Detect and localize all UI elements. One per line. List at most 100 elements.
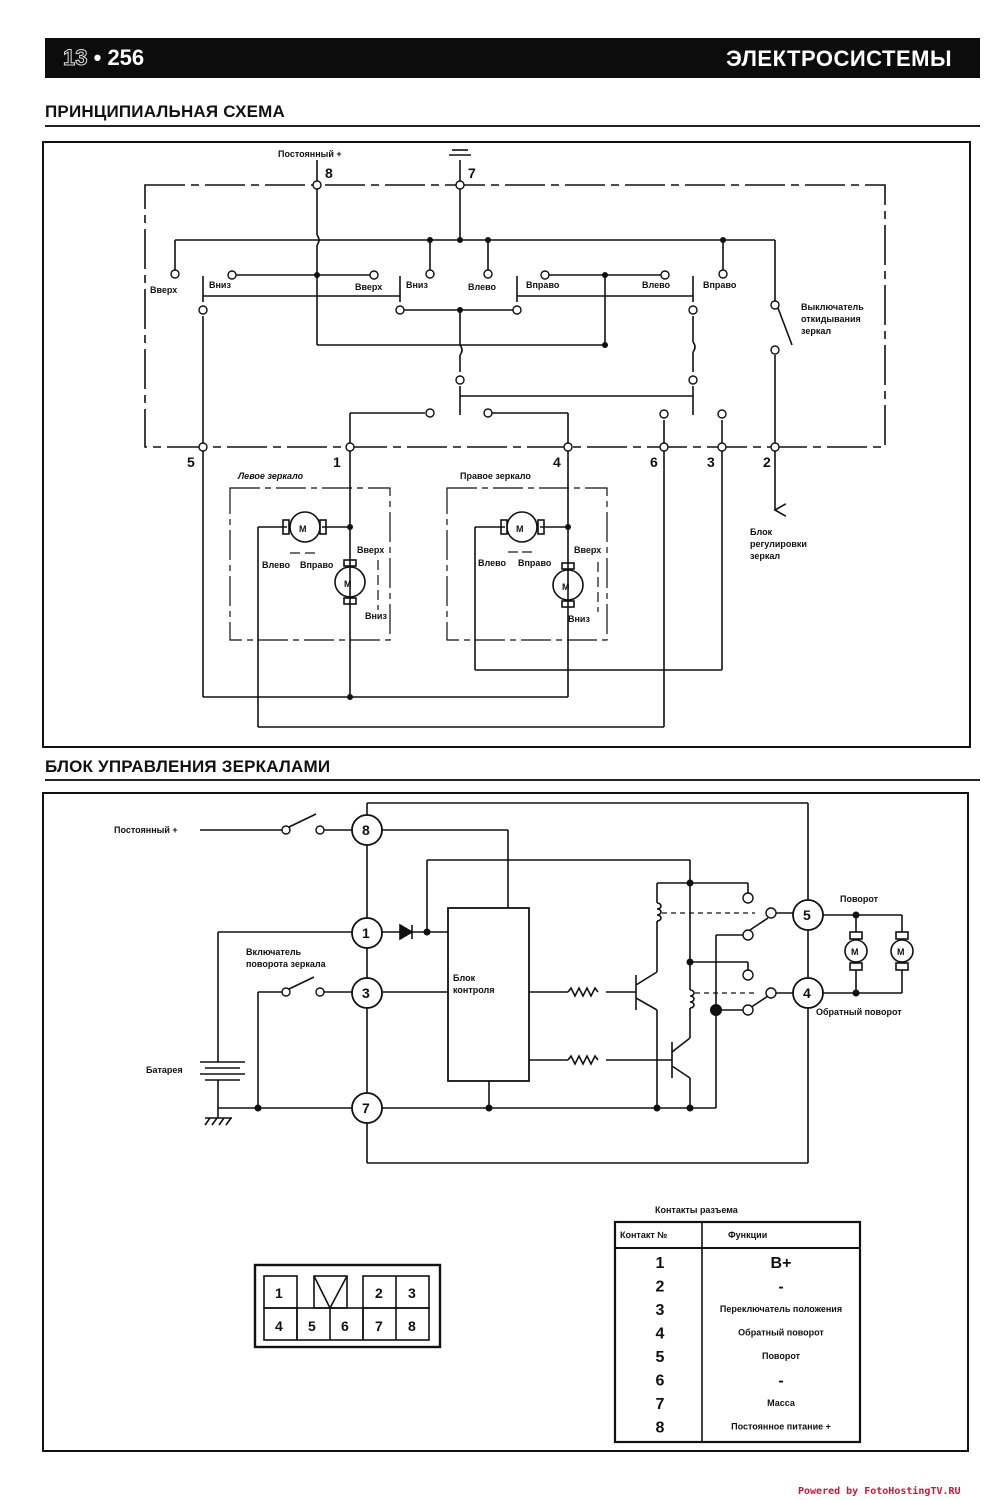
right-mirror-up-label: Вверх <box>574 545 601 555</box>
adjust-unit-label-1: Блок <box>750 527 773 537</box>
contacts-header-number: Контакт № <box>620 1230 667 1240</box>
contact-function: - <box>778 1279 783 1296</box>
pin-circles <box>351 814 824 1124</box>
connector-pin-7: 7 <box>375 1318 383 1334</box>
watermark: Powered by FotoHostingTV.RU <box>798 1486 961 1497</box>
page-number: 256 <box>107 45 145 70</box>
mirror-switch-label-2: поворота зеркала <box>246 959 327 969</box>
pin-3: 3 <box>707 454 715 470</box>
left-mirror-right-label: Вправо <box>300 560 334 570</box>
switch-label-left-2: Влево <box>642 280 671 290</box>
chapter-number: 13 <box>62 45 88 71</box>
left-mirror-label: Левое зеркало <box>237 471 304 481</box>
pin-2: 2 <box>763 454 771 470</box>
cu-pin-3: 3 <box>362 985 370 1001</box>
right-mirror-left-label: Влево <box>478 558 507 568</box>
contact-number: 6 <box>656 1373 665 1390</box>
cu-supply-label: Постоянный + <box>114 825 178 835</box>
cu-pin-8: 8 <box>362 822 370 838</box>
reverse-turn-label: Обратный поворот <box>816 1007 902 1017</box>
cu-pin-1: 1 <box>362 925 370 941</box>
contact-points <box>170 180 780 1016</box>
chapter-page-number: 13 • 256 <box>62 45 145 71</box>
mirror-switch-label-1: Включатель <box>246 947 302 957</box>
connector-pin-2: 2 <box>375 1285 383 1301</box>
cu-pin-7: 7 <box>362 1100 370 1116</box>
contact-number: 5 <box>656 1349 665 1366</box>
right-mirror-label: Правое зеркало <box>460 471 531 481</box>
control-unit-frame <box>42 792 969 1452</box>
left-mirror-down-label: Вниз <box>365 611 387 621</box>
fold-switch-label-2: откидывания <box>801 314 861 324</box>
pin-5: 5 <box>187 454 195 470</box>
adjust-unit-label-2: регулировки <box>750 539 807 549</box>
contact-number: 8 <box>656 1420 665 1437</box>
contact-number: 3 <box>656 1302 665 1319</box>
pin-4: 4 <box>553 454 561 470</box>
contact-function: B+ <box>771 1255 792 1272</box>
page-header: 13 • 256 ЭЛЕКТРОСИСТЕМЫ <box>45 38 980 78</box>
battery-label: Батарея <box>146 1065 183 1075</box>
right-mirror-down-label: Вниз <box>568 614 590 624</box>
connector-outline <box>253 1263 442 1349</box>
cu-pin-5: 5 <box>803 907 811 923</box>
section-rule <box>45 125 980 127</box>
adjust-unit-label-3: зеркал <box>750 551 780 561</box>
connector-pin-8: 8 <box>408 1318 416 1334</box>
bullet: • <box>93 45 102 70</box>
section-name: ЭЛЕКТРОСИСТЕМЫ <box>726 46 952 71</box>
connector-pin-1: 1 <box>275 1285 283 1301</box>
motor-symbol: M <box>851 947 859 957</box>
contacts-header-function: Функции <box>728 1230 767 1240</box>
contact-function: Масса <box>767 1398 796 1408</box>
contact-function: Поворот <box>762 1351 801 1361</box>
supply-label: Постоянный + <box>278 149 342 159</box>
switch-label-down-2: Вниз <box>406 280 428 290</box>
contacts-table-frame <box>613 1220 862 1444</box>
schematic-frame <box>42 141 971 748</box>
left-mirror-box <box>229 487 391 641</box>
turn-label: Поворот <box>840 894 879 904</box>
switch-label-up-2: Вверх <box>355 282 382 292</box>
left-mirror-left-label: Влево <box>262 560 291 570</box>
contact-number: 7 <box>656 1396 665 1413</box>
contact-number: 1 <box>656 1255 665 1272</box>
motor-symbol: M <box>897 947 905 957</box>
motor-symbol: M <box>299 524 307 534</box>
schematic-title: ПРИНЦИПИАЛЬНАЯ СХЕМА <box>45 102 285 121</box>
switch-label-left-1: Влево <box>468 282 497 292</box>
contact-function: Обратный поворот <box>738 1328 824 1338</box>
control-block-label-2: контроля <box>453 985 494 995</box>
switch-label-right-1: Вправо <box>526 280 560 290</box>
cu-pin-4: 4 <box>803 985 811 1001</box>
pin-8: 8 <box>325 165 333 181</box>
fold-switch-label-1: Выключатель <box>801 302 864 312</box>
control-unit-title: БЛОК УПРАВЛЕНИЯ ЗЕРКАЛАМИ <box>45 757 331 776</box>
right-mirror-right-label: Вправо <box>518 558 552 568</box>
contact-number: 4 <box>656 1326 665 1343</box>
switch-label-right-2: Вправо <box>703 280 737 290</box>
junction-dots <box>254 237 860 1112</box>
contact-function: Постоянное питание + <box>731 1422 831 1432</box>
contacts-table-caption: Контакты разъема <box>655 1205 739 1215</box>
motor-symbol: M <box>344 579 352 589</box>
connector-pin-5: 5 <box>308 1318 316 1334</box>
contact-function: Переключатель положения <box>720 1304 842 1314</box>
pin-1: 1 <box>333 454 341 470</box>
motor-symbol: M <box>562 582 570 592</box>
contact-function: - <box>778 1373 783 1390</box>
connector-pin-4: 4 <box>275 1318 283 1334</box>
section-rule <box>45 779 980 781</box>
pin-7: 7 <box>468 165 476 181</box>
switch-housing <box>144 184 886 448</box>
motor-symbol: M <box>516 524 524 534</box>
right-mirror-box <box>446 487 608 641</box>
switch-label-up-1: Вверх <box>150 285 177 295</box>
contacts-table-rows: 1 B+ 2 - 3 Переключатель положения 4 Обратный п… <box>656 1255 843 1437</box>
switch-label-down-1: Вниз <box>209 280 231 290</box>
fold-switch-label-3: зеркал <box>801 326 831 336</box>
connector-pin-3: 3 <box>408 1285 416 1301</box>
contact-number: 2 <box>656 1279 665 1296</box>
connector-pin-6: 6 <box>341 1318 349 1334</box>
